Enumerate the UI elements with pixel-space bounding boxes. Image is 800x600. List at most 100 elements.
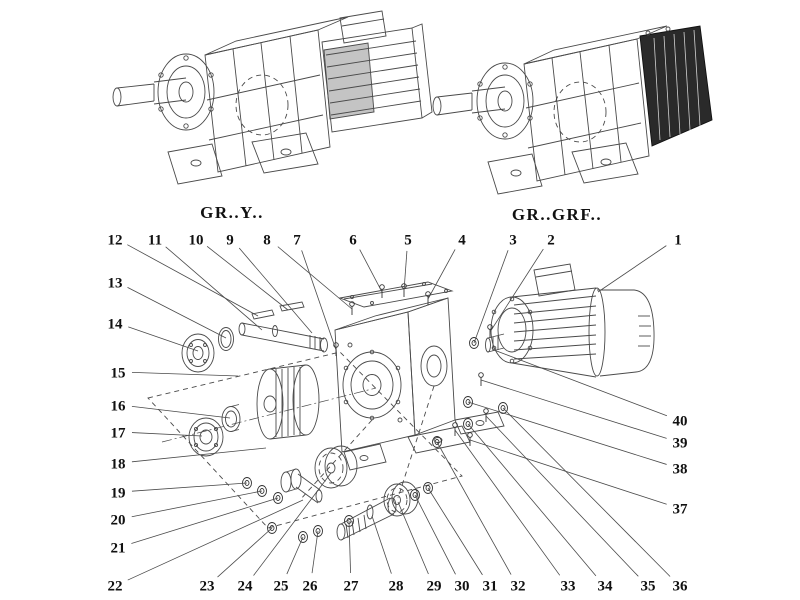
leader-line-36 — [502, 407, 671, 577]
bolt-part-35 — [483, 408, 489, 422]
washer-part-36 — [498, 402, 508, 414]
callout-25: 25 — [274, 578, 289, 594]
washer-part-34 — [463, 418, 473, 430]
phantom-outline — [147, 351, 463, 529]
leader-line-8 — [277, 246, 353, 310]
callout-14: 14 — [108, 316, 124, 332]
leader-line-33 — [454, 429, 561, 576]
callout-18: 18 — [111, 456, 126, 472]
intermediate-gear — [314, 445, 358, 489]
bolt-part-33 — [452, 422, 458, 436]
output-flange — [476, 62, 534, 140]
leader-line-38 — [467, 401, 667, 465]
exploded-view — [147, 263, 655, 541]
leader-line-20 — [131, 490, 263, 518]
leader-line-34 — [467, 423, 597, 577]
callout-16: 16 — [111, 398, 127, 414]
gear-housing-exploded — [334, 297, 505, 471]
gear-housing — [523, 25, 668, 182]
shaft-key — [279, 301, 305, 312]
callout-32: 32 — [511, 578, 526, 594]
leader-line-30 — [414, 494, 456, 575]
leader-line-2 — [489, 248, 544, 333]
leader-line-23 — [217, 527, 273, 578]
callout-8: 8 — [263, 232, 271, 248]
output-gear — [383, 481, 419, 517]
output-flange — [157, 53, 215, 131]
callout-5: 5 — [404, 232, 412, 248]
leader-line-5 — [403, 250, 408, 292]
leader-line-15 — [131, 372, 239, 377]
callout-35: 35 — [641, 578, 656, 594]
leader-line-24 — [253, 472, 332, 576]
callout-15: 15 — [111, 365, 126, 381]
leader-line-37 — [469, 439, 667, 505]
leader-line-10 — [206, 246, 289, 311]
callout-27: 27 — [344, 578, 360, 594]
bearing-small — [181, 333, 215, 373]
top-cover-plate — [338, 281, 454, 308]
washer-part-30 — [410, 489, 420, 501]
leader-line-21 — [131, 497, 279, 544]
large-helical-gear — [256, 364, 320, 440]
variant-label-gr-grf: GR..GRF.. — [512, 205, 602, 224]
callout-29: 29 — [427, 578, 442, 594]
callout-28: 28 — [389, 578, 404, 594]
leader-line-4 — [427, 249, 456, 300]
fan-cover — [639, 25, 713, 147]
bolt-part-39 — [478, 372, 484, 386]
leader-line-17 — [131, 432, 203, 437]
callout-24: 24 — [238, 578, 254, 594]
washer-part-38 — [463, 396, 473, 408]
washer-part-31 — [423, 482, 433, 494]
mounting-feet — [167, 132, 319, 185]
washer-part-23 — [267, 522, 277, 534]
callout-13: 13 — [108, 275, 123, 291]
callout-37: 37 — [673, 501, 689, 517]
gr-grf-assembled-drawing — [432, 25, 713, 195]
callout-7: 7 — [293, 232, 301, 248]
callout-36: 36 — [673, 578, 689, 594]
callout-21: 21 — [111, 540, 126, 556]
leader-line-6 — [359, 249, 383, 293]
motor-pinion — [485, 333, 505, 353]
output-shaft — [112, 77, 187, 107]
input-shaft — [238, 322, 328, 353]
leader-line-9 — [238, 247, 313, 334]
callout-40: 40 — [673, 413, 688, 429]
housing-foot — [454, 411, 505, 435]
callout-22: 22 — [108, 578, 123, 594]
callout-19: 19 — [111, 485, 126, 501]
washer-part-32 — [432, 436, 442, 448]
spacer-ring — [221, 404, 241, 432]
variant-label-gr-y: GR..Y.. — [200, 203, 264, 222]
leader-line-14 — [128, 326, 199, 352]
motor — [321, 10, 433, 133]
callout-3: 3 — [509, 232, 517, 248]
callout-33: 33 — [561, 578, 576, 594]
housing-foot — [343, 443, 387, 471]
leader-line-27 — [348, 520, 351, 574]
terminal-box — [339, 10, 387, 44]
leader-line-31 — [427, 487, 483, 576]
callout-4: 4 — [458, 232, 466, 248]
leader-line-32 — [436, 441, 512, 575]
output-shaft — [432, 86, 506, 116]
leader-line-7 — [301, 250, 337, 351]
washer-part-3 — [469, 337, 479, 349]
motor-exploded — [485, 263, 655, 378]
bearing-large — [188, 417, 224, 457]
callout-1: 1 — [674, 232, 682, 248]
gear-housing — [204, 16, 349, 173]
leader-lines — [127, 244, 671, 581]
bolt-part-2 — [487, 324, 493, 338]
callout-34: 34 — [598, 578, 614, 594]
leader-line-40 — [493, 349, 668, 417]
leader-line-25 — [286, 536, 304, 575]
callout-17: 17 — [111, 425, 127, 441]
callout-6: 6 — [349, 232, 357, 248]
leader-line-13 — [127, 287, 227, 339]
output-shaft-exploded — [336, 497, 397, 541]
callout-9: 9 — [226, 232, 234, 248]
